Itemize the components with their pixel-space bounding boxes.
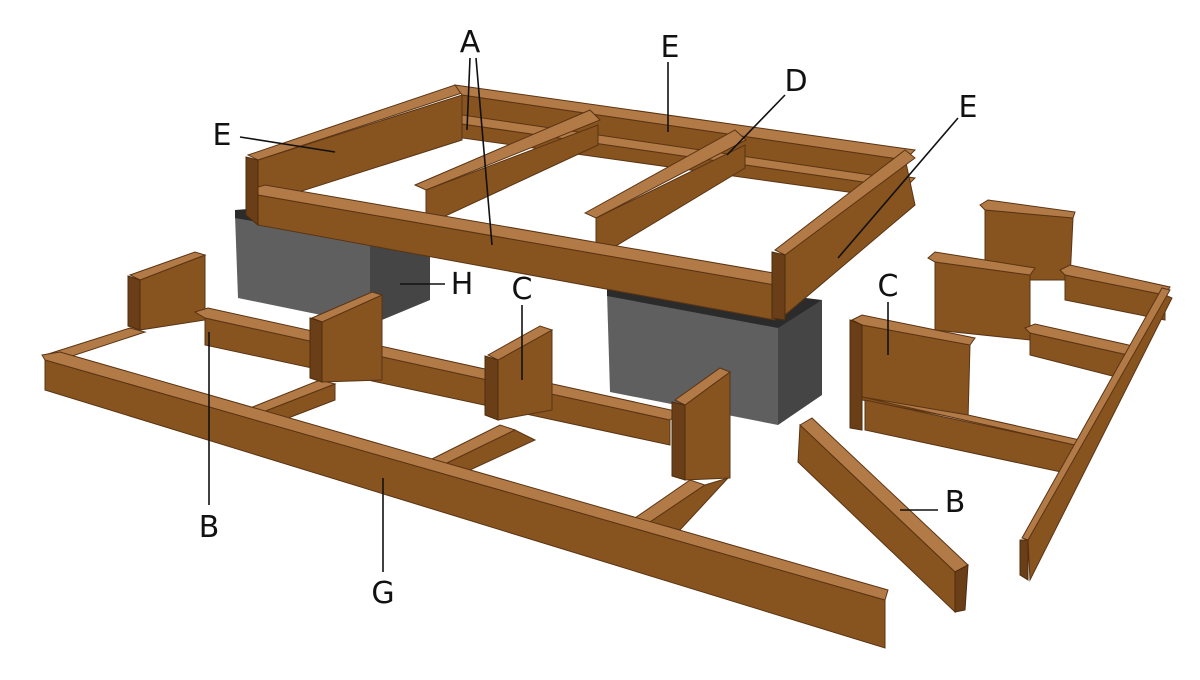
label-d: D (784, 64, 807, 99)
label-b-left: B (199, 510, 220, 545)
upper-frame (245, 84, 917, 321)
leader-lines (208, 57, 959, 572)
label-h: H (451, 267, 474, 302)
label-c-middle: C (512, 272, 533, 307)
label-e-top: E (661, 30, 680, 65)
label-a: A (460, 25, 481, 60)
label-e-right: E (959, 90, 978, 125)
label-e-left: E (213, 118, 232, 153)
label-g: G (371, 576, 394, 611)
lower-right-frame (849, 199, 1173, 582)
label-c-right: C (878, 269, 899, 304)
loose-board-b (797, 417, 969, 614)
label-b-right: B (945, 485, 966, 520)
lower-left-frame (41, 251, 889, 649)
